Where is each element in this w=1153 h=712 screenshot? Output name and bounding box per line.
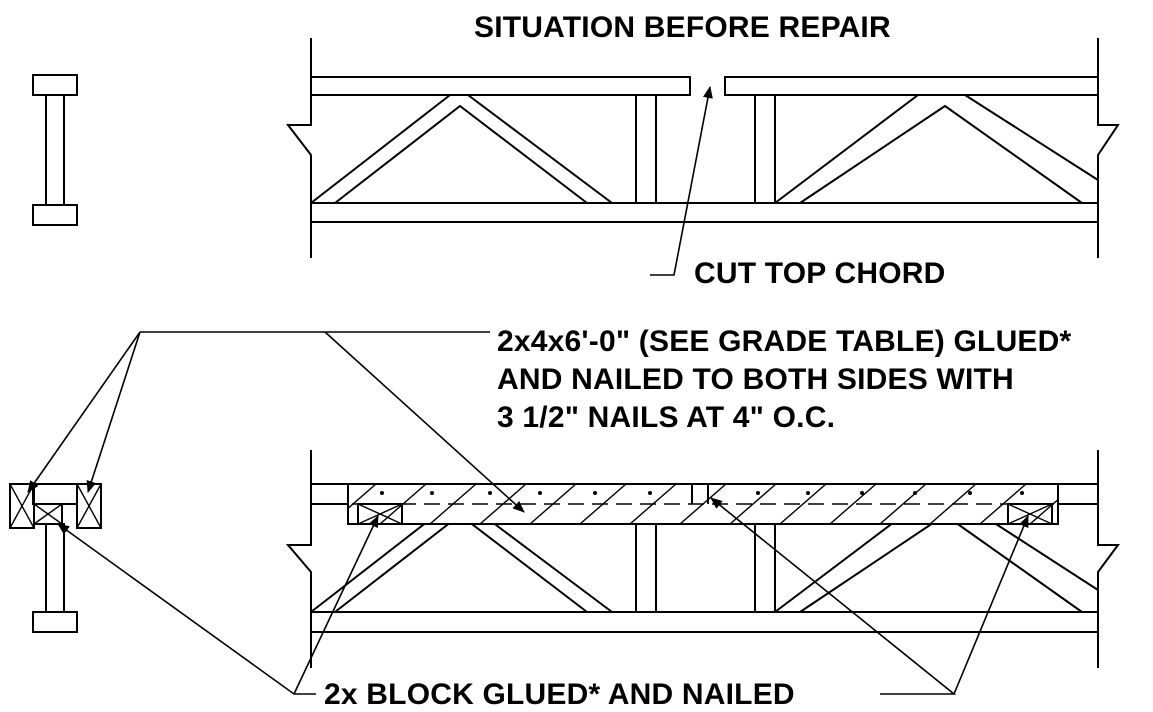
- block-leaders: [57, 497, 1029, 695]
- section-before-repair: [32, 74, 78, 226]
- reinforcement-note: 2x4x6'-0" (SEE GRADE TABLE) GLUED* AND N…: [497, 323, 1071, 437]
- truss-after-repair: [285, 450, 1120, 668]
- reinforcement-note-line-1: 2x4x6'-0" (SEE GRADE TABLE) GLUED*: [497, 325, 1072, 358]
- reinforcement-note-line-3: 3 1/2" NAILS AT 4" O.C.: [497, 401, 836, 434]
- cut-top-chord-label: CUT TOP CHORD: [694, 257, 946, 290]
- reinforcement-note-line-2: AND NAILED TO BOTH SIDES WITH: [497, 363, 1014, 396]
- truss-before-repair: [285, 38, 1120, 276]
- nail-dots: [380, 491, 1024, 495]
- section-after-repair: [9, 483, 102, 633]
- block-note: 2x BLOCK GLUED* AND NAILED: [324, 678, 795, 711]
- title-before-repair: SITUATION BEFORE REPAIR: [474, 11, 891, 44]
- reinforcement-leaders: [27, 331, 525, 513]
